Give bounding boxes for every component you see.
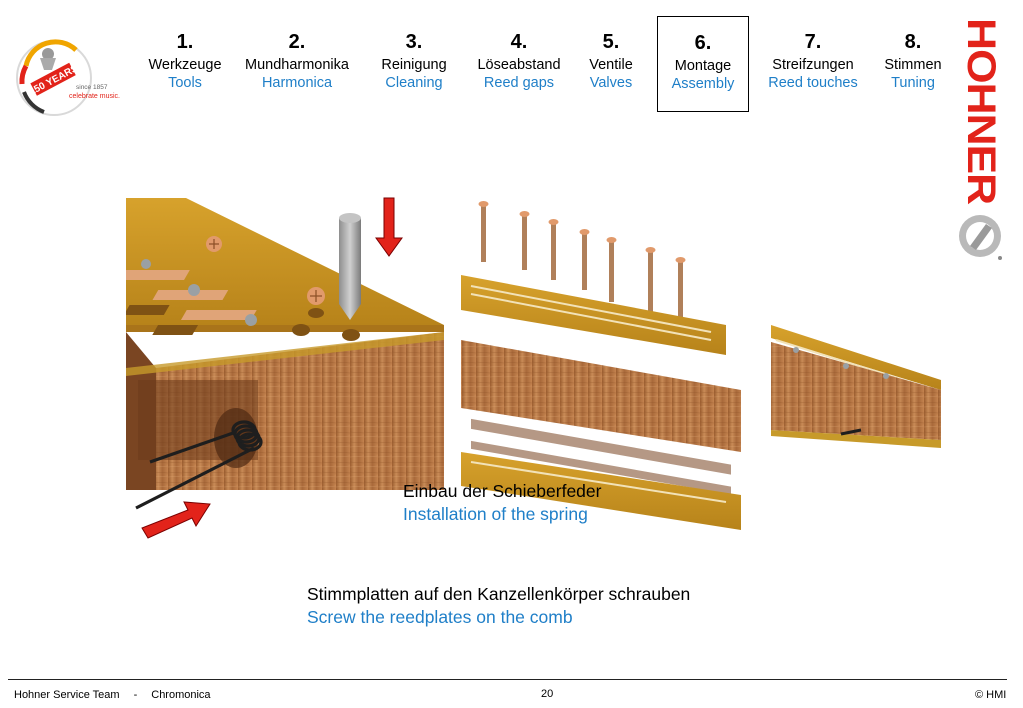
page-number: 20 (541, 688, 554, 700)
anniversary-logo: 150 YEARS since 1857 celebrate music. (14, 36, 124, 120)
logo-slogan-text: celebrate music. (69, 93, 120, 100)
step-label-de: Streifzungen (772, 57, 854, 73)
footer-separator: - (133, 689, 138, 701)
step-number: 7. (804, 31, 822, 53)
footer-product: Chromonica (151, 689, 211, 701)
caption-reedplates: Stimmplatten auf den Kanzellenkörper sch… (307, 583, 690, 629)
nav-step-tools[interactable]: 1. Werkzeuge Tools (143, 30, 227, 92)
step-number: 8. (904, 31, 922, 53)
nav-step-reed-gaps[interactable]: 4. Löseabstand Reed gaps (469, 30, 569, 92)
step-label-de: Montage (674, 58, 732, 74)
step-number: 2. (288, 31, 306, 53)
nav-step-reed-touches[interactable]: 7. Streifzungen Reed touches (760, 30, 866, 92)
copyright: © HMI (975, 689, 1007, 701)
step-number: 6. (694, 32, 712, 54)
nav-step-assembly[interactable]: 6. Montage Assembly (657, 16, 749, 112)
step-label-de: Löseabstand (477, 57, 561, 73)
step-number: 5. (602, 31, 620, 53)
assembly-illustration (90, 190, 956, 540)
step-number: 1. (176, 31, 194, 53)
hohner-brand-logo: HOHNER (956, 14, 1008, 266)
caption-spring: Einbau der Schieberfeder Installation of… (403, 480, 601, 526)
step-label-en: Cleaning (385, 75, 443, 91)
caption-spring-de: Einbau der Schieberfeder (403, 481, 602, 501)
nav-step-cleaning[interactable]: 3. Reinigung Cleaning (373, 30, 455, 92)
step-label-en: Harmonica (261, 75, 333, 91)
step-number: 3. (405, 31, 423, 53)
step-label-de: Ventile (589, 57, 633, 73)
step-label-de: Reinigung (381, 57, 447, 73)
step-label-de: Werkzeuge (148, 57, 222, 73)
step-label-en: Tuning (891, 75, 935, 91)
harmonica-closeup (90, 197, 444, 539)
assembled-harmonica (771, 325, 941, 448)
step-label-en: Valves (589, 75, 633, 91)
caption-spring-en: Installation of the spring (403, 504, 588, 524)
caption-reedplates-de: Stimmplatten auf den Kanzellenkörper sch… (307, 584, 691, 604)
brand-name-text: HOHNER (959, 18, 1003, 205)
footer-divider (8, 679, 1007, 680)
exploded-assembly (461, 201, 741, 530)
nav-step-harmonica[interactable]: 2. Mundharmonika Harmonica (239, 30, 355, 92)
step-label-de: Mundharmonika (245, 57, 349, 73)
footer-credit: Hohner Service Team - Chromonica (14, 689, 211, 701)
footer-team: Hohner Service Team (14, 689, 120, 701)
step-label-de: Stimmen (884, 57, 942, 73)
step-label-en: Reed gaps (483, 75, 555, 91)
step-label-en: Reed touches (768, 75, 858, 91)
nav-step-valves[interactable]: 5. Ventile Valves (581, 30, 641, 92)
step-number: 4. (510, 31, 528, 53)
nav-step-tuning[interactable]: 8. Stimmen Tuning (878, 30, 948, 92)
step-label-en: Tools (168, 75, 202, 91)
logo-since-text: since 1857 (76, 84, 108, 91)
caption-reedplates-en: Screw the reedplates on the comb (307, 607, 573, 627)
chapter-nav: 1. Werkzeuge Tools 2. Mundharmonika Harm… (0, 16, 960, 112)
step-label-en: Assembly (671, 76, 735, 92)
